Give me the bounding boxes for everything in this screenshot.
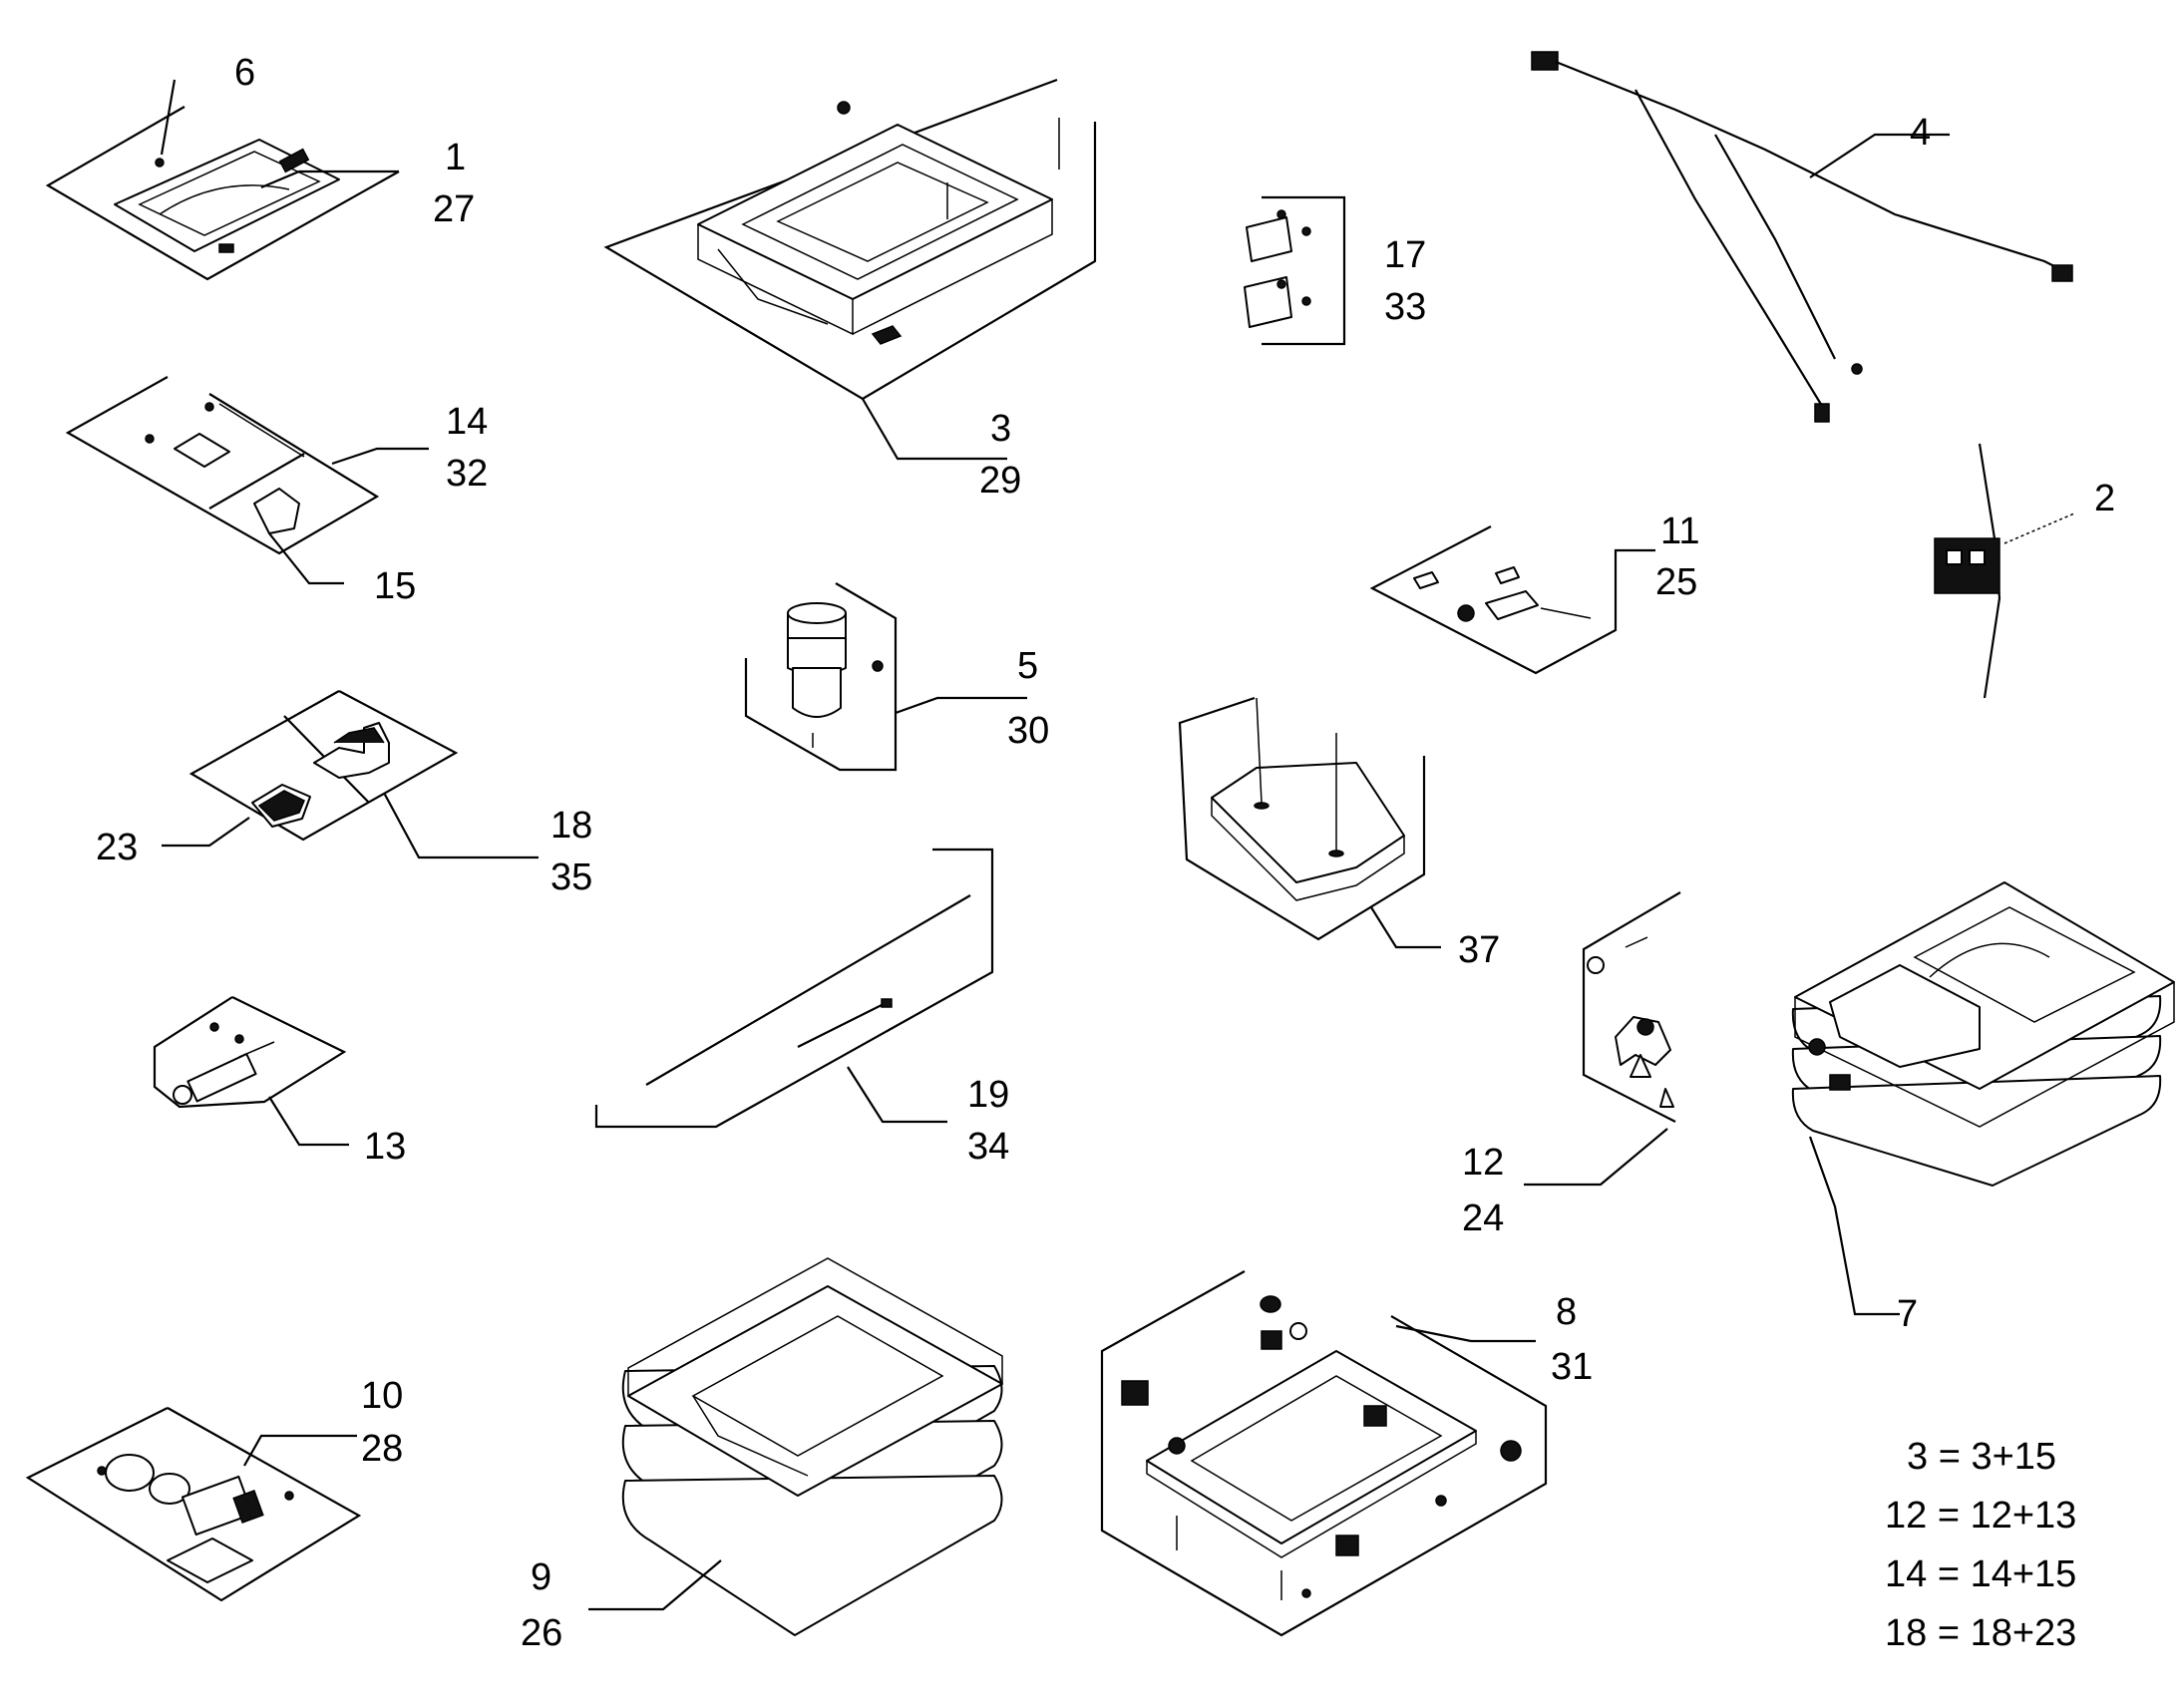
callout-14: 14 [446,401,488,443]
part-group-12: 12 24 [1462,891,1681,1239]
part-group-19: 19 34 [594,848,1009,1168]
callout-8: 8 [1556,1291,1577,1333]
part-group-17: 17 33 [1244,195,1426,346]
callout-19: 19 [967,1074,1009,1116]
callout-18: 18 [550,805,592,847]
callout-32: 32 [446,453,488,495]
callout-11: 11 [1660,511,1699,552]
part-group-9: 9 26 [521,1257,1003,1654]
callout-6: 6 [234,52,255,94]
callout-1: 1 [445,137,466,178]
callout-3: 3 [990,408,1011,450]
callout-12: 12 [1462,1142,1504,1184]
callout-2: 2 [2094,478,2115,519]
part-group-7: 7 [1791,881,2175,1335]
callout-35: 35 [550,856,592,898]
callout-10: 10 [361,1375,403,1417]
part-group-13: 13 [153,996,406,1168]
part-group-37: 37 [1178,696,1500,971]
callout-34: 34 [967,1126,1009,1168]
part-group-2: 2 [1934,443,2115,699]
part-group-10: 10 28 [25,1375,403,1602]
legend-line-2: 12 = 12+13 [1885,1495,2076,1537]
callout-26: 26 [521,1612,562,1654]
part-group-1: 6 1 27 [45,52,475,281]
part-group-11: 11 25 [1369,511,1699,675]
part-group-3: 3 29 [603,78,1097,502]
callout-7: 7 [1897,1293,1918,1335]
callout-31: 31 [1551,1346,1593,1388]
legend-line-4: 18 = 18+23 [1885,1612,2076,1654]
part-group-18: 23 18 35 [96,690,592,898]
callout-5: 5 [1017,645,1038,687]
callout-23: 23 [96,827,138,868]
legend-line-3: 14 = 14+15 [1885,1553,2076,1595]
callout-15: 15 [374,565,416,607]
part-group-4: 4 [1531,51,2073,423]
callout-28: 28 [361,1428,403,1470]
part-group-8: 8 31 [1100,1270,1593,1637]
callout-33: 33 [1384,286,1426,328]
callout-4: 4 [1910,112,1931,154]
callout-13: 13 [364,1126,406,1168]
callout-24: 24 [1462,1197,1504,1239]
callout-9: 9 [531,1556,551,1598]
part-group-5: 5 30 [744,582,1049,772]
legend-line-1: 3 = 3+15 [1907,1436,2056,1478]
callout-37: 37 [1458,929,1500,971]
callout-25: 25 [1655,561,1697,603]
part-group-14: 14 32 15 [65,376,488,607]
callout-27: 27 [433,188,475,230]
callout-29: 29 [979,460,1021,502]
callout-30: 30 [1007,710,1049,752]
legend: 3 = 3+15 12 = 12+13 14 = 14+15 18 = 18+2… [1885,1436,2076,1654]
callout-17: 17 [1384,234,1426,276]
